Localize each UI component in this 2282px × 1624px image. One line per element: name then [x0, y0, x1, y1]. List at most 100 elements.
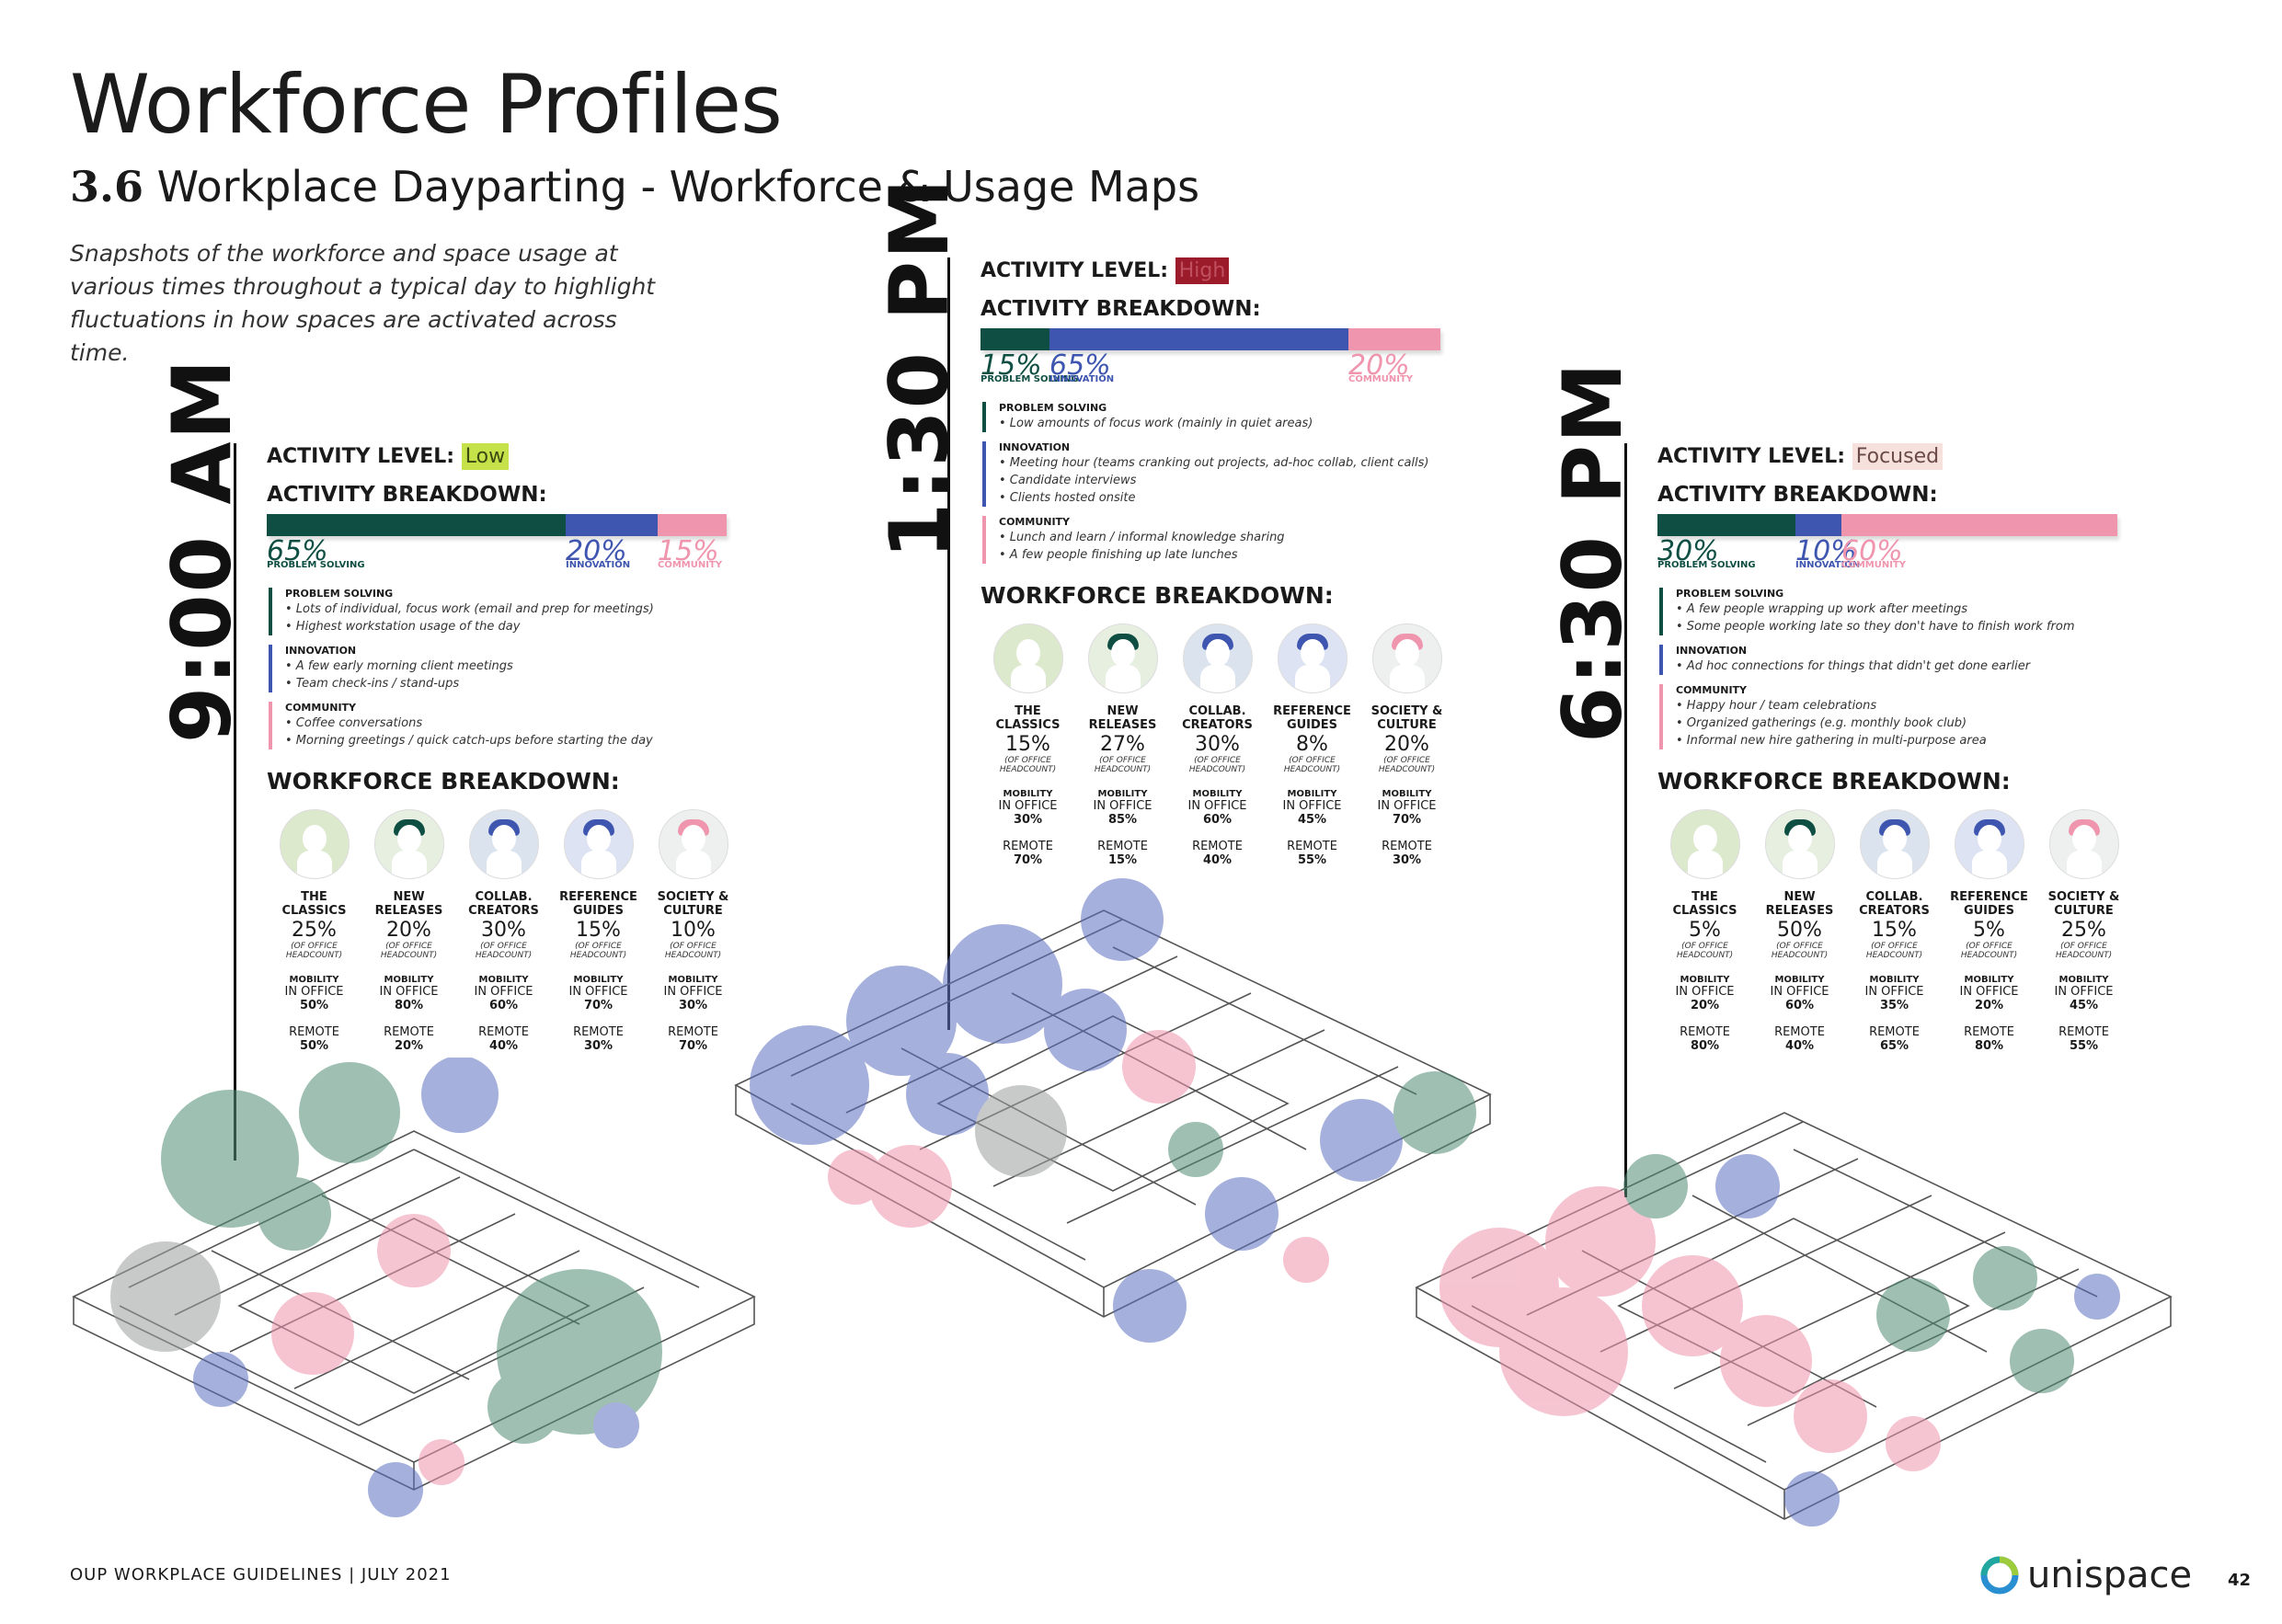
note-line: • Some people working late so they don't… [1676, 620, 2075, 634]
in-office-label: IN OFFICE [284, 985, 344, 999]
workforce-breakdown-heading: WORKFORCE BREAKDOWN: [980, 582, 1334, 609]
profile-name-line2: RELEASES [374, 904, 443, 918]
profile-name-line2: CLASSICS [995, 718, 1061, 732]
remote-label: REMOTE [384, 1025, 434, 1039]
activity-pct-name: INNOVATION [1049, 374, 1115, 384]
floor-plan-1330 [734, 878, 1492, 1343]
profile-avatar [1859, 809, 1930, 879]
intro-text: Snapshots of the workforce and space usa… [70, 240, 656, 366]
profile-avatar [1764, 809, 1835, 879]
activity-pct-0: 15%PROBLEM SOLVING [980, 352, 1079, 385]
profile-headcount-pct: 50% [1777, 919, 1822, 942]
in-office-label: IN OFFICE [379, 985, 439, 999]
in-office-label: IN OFFICE [474, 985, 533, 999]
profile-headcount-pct: 25% [2061, 919, 2106, 942]
in-office-value: 60% [1784, 999, 1815, 1012]
note-line: • Team check-ins / stand-ups [285, 677, 460, 691]
activity-level-value: Focused [1852, 443, 1944, 470]
remote-value: 55% [2069, 1039, 2099, 1053]
section-subtitle: 3.6 Workplace Dayparting - Workforce & U… [70, 162, 1199, 212]
note-heading: PROBLEM SOLVING [999, 402, 1107, 414]
workforce-breakdown-heading: WORKFORCE BREAKDOWN: [267, 768, 620, 795]
note-block: INNOVATION• Meeting hour (teams cranking… [982, 441, 1477, 507]
note-line: • Organized gatherings (e.g. monthly boo… [1676, 716, 1967, 730]
profile-name-line1: THE [301, 890, 327, 904]
activity-bar-segment [1841, 514, 2117, 536]
note-line: • Coffee conversations [285, 716, 423, 730]
avatar-body [1389, 665, 1425, 692]
profile-avatar [1087, 623, 1158, 693]
profile-headcount-pct: 30% [481, 919, 526, 942]
activity-bar-segment [1657, 514, 1795, 536]
activity-pct-0: 30%PROBLEM SOLVING [1657, 538, 1756, 571]
timeline-line-1830 [1624, 443, 1627, 1197]
activity-pct-2: 60%COMMUNITY [1841, 535, 1907, 571]
activity-pct-value: 15% [658, 535, 719, 567]
profile-headcount-pct: 15% [1872, 919, 1917, 942]
profile-name-line1: REFERENCE [559, 890, 637, 904]
avatar-head [2071, 825, 2096, 852]
activity-notes: PROBLEM SOLVING• Low amounts of focus wo… [980, 402, 1477, 564]
avatar-head [1692, 825, 1717, 852]
avatar-head [1787, 825, 1812, 852]
profile-name-line2: CLASSICS [281, 904, 347, 918]
activity-pct-name: COMMUNITY [1841, 560, 1907, 570]
profile-avatar [1182, 623, 1253, 693]
mobility-label: MOBILITY [478, 975, 529, 985]
profile-name-line1: THE [1691, 890, 1718, 904]
in-office-label: IN OFFICE [1377, 799, 1437, 813]
activity-pct-2: 15%COMMUNITY [658, 535, 722, 571]
activity-pct-name: INNOVATION [566, 560, 631, 570]
mobility-label: MOBILITY [1964, 975, 2014, 985]
profile-headcount-pct: 20% [386, 919, 431, 942]
profile-name-line2: GUIDES [1286, 718, 1338, 732]
activity-bar [980, 328, 1440, 350]
profile-name-line2: RELEASES [1088, 718, 1157, 732]
note-block: PROBLEM SOLVING• Low amounts of focus wo… [982, 402, 1477, 432]
remote-label: REMOTE [1382, 840, 1432, 853]
unispace-logo-icon [1980, 1556, 2019, 1595]
profile-headcount-pct: 25% [292, 919, 337, 942]
in-office-value: 50% [299, 999, 329, 1012]
activity-pct-value: 60% [1841, 535, 1903, 567]
profile-name-line2: CULTURE [1377, 718, 1437, 732]
remote-value: 40% [1202, 853, 1233, 867]
activity-pct-1: 65%INNOVATION [1049, 352, 1115, 385]
in-office-label: IN OFFICE [1675, 985, 1735, 999]
note-block: COMMUNITY • Lunch and learn / informal kn… [982, 516, 1477, 564]
note-heading: PROBLEM SOLVING [1676, 588, 1784, 600]
page-title: Workforce Profiles [70, 57, 783, 152]
section-title: Workplace Dayparting - Workforce & Usage… [156, 162, 1200, 212]
activity-breakdown-heading: ACTIVITY BREAKDOWN: [267, 483, 547, 507]
profile-name-line1: SOCIETY & [657, 890, 729, 904]
profile-name-line1: COLLAB. [1188, 704, 1246, 718]
avatar-head [586, 825, 611, 852]
mobility-label: MOBILITY [2058, 975, 2109, 985]
profile-headcount-label: (OF OFFICE HEADCOUNT) [999, 756, 1057, 774]
avatar-body [1876, 851, 1912, 878]
remote-label: REMOTE [1869, 1025, 1920, 1039]
section-number: 3.6 [70, 162, 144, 212]
profile-headcount-label: (OF OFFICE HEADCOUNT) [285, 942, 343, 960]
note-heading: COMMUNITY [999, 516, 1071, 528]
note-line: • Lunch and learn / informal knowledge s… [999, 531, 1285, 544]
remote-value: 70% [678, 1039, 708, 1053]
remote-label: REMOTE [1680, 1025, 1730, 1039]
profile-headcount-label: (OF OFFICE HEADCOUNT) [1960, 942, 2018, 960]
profile-name-line1: SOCIETY & [2047, 890, 2120, 904]
in-office-value: 45% [1297, 813, 1327, 827]
profile-headcount-pct: 27% [1100, 733, 1145, 756]
profile-headcount-label: (OF OFFICE HEADCOUNT) [1188, 756, 1246, 774]
activity-bar-segment [1049, 328, 1348, 350]
note-block: INNOVATION• A few early morning client m… [269, 645, 745, 692]
activity-pct-value: 10% [1795, 535, 1857, 567]
profile-headcount-pct: 10% [671, 919, 716, 942]
avatar-body [1971, 851, 2007, 878]
activity-notes: PROBLEM SOLVING• A few people wrapping u… [1657, 588, 2173, 749]
note-line: • A few people finishing up late lunches [999, 548, 1238, 562]
